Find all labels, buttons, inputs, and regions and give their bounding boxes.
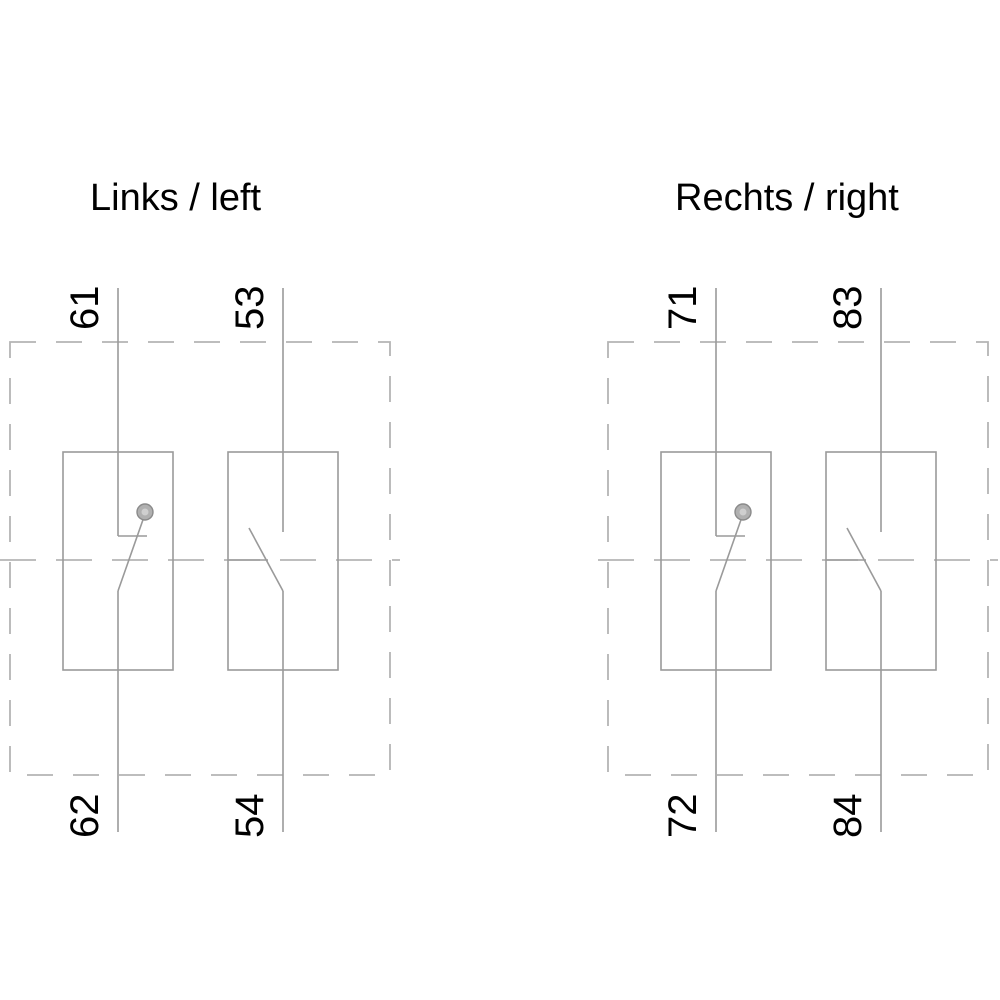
right-group-boundary <box>607 341 989 776</box>
nc-moving-arm-right <box>715 513 744 592</box>
nc-moving-arm-left <box>117 513 146 592</box>
terminal-label-84: 84 <box>826 794 870 839</box>
no-moving-arm-left <box>248 527 284 592</box>
no-moving-arm-right <box>846 527 882 592</box>
terminal-label-83: 83 <box>826 286 870 331</box>
left-group-boundary <box>9 341 391 776</box>
no-contact-83-84: 83 84 <box>825 286 937 839</box>
nc-contact-61-62: 61 62 <box>62 286 174 839</box>
nc-contact-71-72: 71 72 <box>660 286 772 839</box>
nc-pivot-center-right <box>739 508 747 516</box>
group-heading-left: Links / left <box>90 177 262 219</box>
terminal-label-53: 53 <box>228 286 272 331</box>
group-heading-right: Rechts / right <box>675 177 899 219</box>
terminal-label-61: 61 <box>63 286 107 331</box>
terminal-label-54: 54 <box>228 794 272 839</box>
left-group: 61 62 53 54 <box>0 286 400 839</box>
terminal-label-62: 62 <box>63 794 107 839</box>
no-contact-53-54: 53 54 <box>227 286 339 839</box>
right-group: 71 72 83 84 <box>598 286 998 839</box>
terminal-label-72: 72 <box>661 794 705 839</box>
nc-pivot-center-left <box>141 508 149 516</box>
terminal-label-71: 71 <box>661 286 705 331</box>
